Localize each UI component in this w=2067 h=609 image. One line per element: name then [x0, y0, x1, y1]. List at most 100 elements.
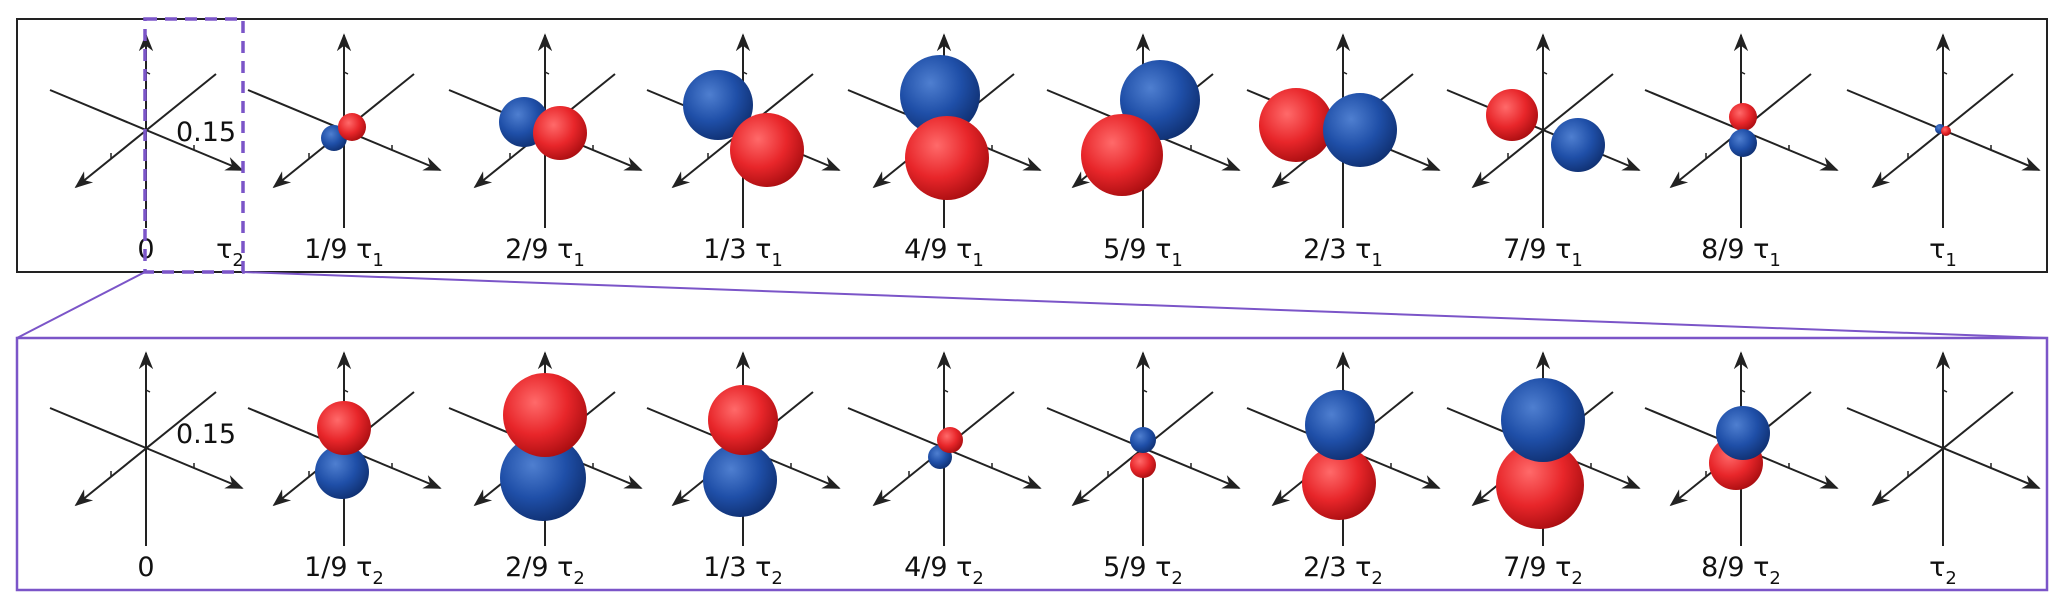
time-label-text: 4/9 τ — [904, 552, 972, 583]
time-label-subscript: 1 — [1171, 250, 1182, 271]
negative-lobe-sphere — [1323, 93, 1397, 167]
axis-ticks — [1907, 389, 1992, 476]
axis-ticks — [308, 389, 393, 476]
time-label-subscript: 2 — [771, 568, 782, 589]
positive-lobe-sphere — [1941, 126, 1951, 136]
time-label-text: 0 — [137, 552, 154, 583]
positive-lobe-sphere — [338, 113, 366, 141]
positive-lobe-sphere — [730, 113, 804, 187]
positive-lobe-sphere — [503, 373, 587, 457]
time-label-subscript: 2 — [1571, 568, 1582, 589]
time-label: 4/9 τ1 — [904, 234, 984, 271]
time-label-subscript: 2 — [1945, 568, 1956, 589]
time-label-text: 8/9 τ — [1701, 234, 1769, 265]
axis-ticks — [110, 389, 195, 476]
time-label-text: 8/9 τ — [1701, 552, 1769, 583]
time-label: 2/9 τ2 — [505, 552, 585, 589]
time-label-text: 1/3 τ — [703, 552, 771, 583]
time-label: 7/9 τ2 — [1503, 552, 1583, 589]
axis-ticks — [1107, 389, 1192, 476]
time-label-subscript: 1 — [1945, 250, 1956, 271]
time-label: τ1 — [1929, 234, 1957, 271]
positive-lobe-sphere — [533, 106, 587, 160]
time-label-text: 2/9 τ — [505, 234, 573, 265]
time-label-text: 5/9 τ — [1103, 234, 1171, 265]
negative-lobe-sphere — [900, 55, 980, 135]
time-label-text: 5/9 τ — [1103, 552, 1171, 583]
zoom-connector-left — [16, 271, 146, 339]
time-label: 8/9 τ2 — [1701, 552, 1781, 589]
time-label-subscript: 1 — [972, 250, 983, 271]
time-label-text: 1/9 τ — [304, 234, 372, 265]
scale-label: 0.15 — [176, 117, 236, 148]
time-label-text: τ — [1929, 552, 1945, 583]
negative-lobe-sphere — [683, 70, 753, 140]
negative-lobe-sphere — [1501, 378, 1585, 462]
zoom-end-label-text: τ — [216, 234, 232, 265]
time-label-subscript: 2 — [972, 568, 983, 589]
time-label: 1/9 τ2 — [304, 552, 384, 589]
positive-lobe-sphere — [317, 401, 371, 455]
time-label-subscript: 1 — [1571, 250, 1582, 271]
positive-lobe-sphere — [1130, 452, 1156, 478]
time-label-subscript: 1 — [372, 250, 383, 271]
axis-ticks — [908, 389, 993, 476]
time-label-text: τ — [1929, 234, 1945, 265]
time-label: 1/9 τ1 — [304, 234, 384, 271]
time-label-text: 4/9 τ — [904, 234, 972, 265]
time-label-subscript: 1 — [1769, 250, 1780, 271]
y-axis — [74, 391, 217, 507]
time-label: 1/3 τ1 — [703, 234, 783, 271]
bottom-row-frame — [15, 336, 2049, 592]
time-label: 2/3 τ2 — [1303, 552, 1383, 589]
positive-lobe-sphere — [1302, 446, 1376, 520]
positive-lobe-sphere — [1259, 88, 1333, 162]
time-label-subscript: 1 — [771, 250, 782, 271]
time-label-subscript: 1 — [1371, 250, 1382, 271]
positive-lobe-sphere — [1081, 114, 1163, 196]
time-label: 2/3 τ1 — [1303, 234, 1383, 271]
axis-ticks — [308, 71, 393, 158]
negative-lobe-sphere — [703, 443, 777, 517]
time-label-text: 2/9 τ — [505, 552, 573, 583]
time-label: 7/9 τ1 — [1503, 234, 1583, 271]
time-label-text: 7/9 τ — [1503, 234, 1571, 265]
positive-lobe-sphere — [708, 385, 778, 455]
y-axis — [1471, 73, 1614, 189]
top-row-frame — [16, 18, 2048, 273]
scale-label: 0.15 — [176, 419, 236, 450]
bottom_row-panel-0-axes — [49, 351, 244, 546]
y-axis — [1871, 391, 2014, 507]
time-label-subscript: 2 — [1769, 568, 1780, 589]
negative-lobe-sphere — [1729, 129, 1757, 157]
time-label-text: 1/9 τ — [304, 552, 372, 583]
bottom_row-panel-9-axes — [1846, 351, 2041, 546]
time-label-text: 2/3 τ — [1303, 552, 1371, 583]
negative-lobe-sphere — [1130, 427, 1156, 453]
positive-lobe-sphere — [1486, 89, 1538, 141]
time-label: τ2 — [1929, 552, 1957, 589]
time-label: 4/9 τ2 — [904, 552, 984, 589]
axis-ticks — [1705, 389, 1790, 476]
time-label-subscript: 2 — [1371, 568, 1382, 589]
zoom-connector-right — [242, 271, 2048, 339]
negative-lobe-sphere — [1305, 390, 1375, 460]
zoom-end-label-subscript: 2 — [232, 250, 243, 271]
negative-lobe-sphere — [500, 435, 586, 521]
axis-ticks — [1907, 71, 1992, 158]
positive-lobe-sphere — [1729, 103, 1757, 131]
time-label: 2/9 τ1 — [505, 234, 585, 271]
time-label: 5/9 τ2 — [1103, 552, 1183, 589]
top_row-panel-7-axes — [1446, 33, 1641, 228]
time-label-text: 2/3 τ — [1303, 234, 1371, 265]
negative-lobe-sphere — [315, 445, 369, 499]
time-label-text: 7/9 τ — [1503, 552, 1571, 583]
time-label: 0 — [137, 552, 154, 583]
zoom-end-label: τ2 — [216, 234, 244, 271]
time-label: 5/9 τ1 — [1103, 234, 1183, 271]
time-label-subscript: 2 — [573, 568, 584, 589]
zoom-highlight-box — [143, 17, 245, 274]
time-label-subscript: 1 — [573, 250, 584, 271]
time-label-text: 1/3 τ — [703, 234, 771, 265]
